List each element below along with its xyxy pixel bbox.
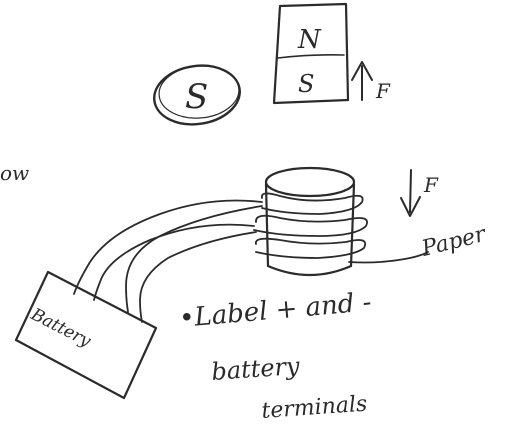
battery-label: Battery	[27, 304, 94, 352]
magnet-north-label: N	[297, 25, 322, 55]
battery	[14, 270, 158, 400]
note-line-3: terminals	[261, 392, 368, 424]
south-pole-label: S	[185, 77, 208, 117]
battery-wires	[73, 199, 263, 323]
note-line-1: •Label + and -	[178, 287, 373, 334]
wire-coil	[253, 192, 368, 259]
force-up-label: F	[375, 79, 391, 103]
force-down-arrow	[400, 169, 421, 217]
south-pole-circle	[153, 64, 241, 126]
paper-pointer-line	[348, 251, 429, 264]
force-down-label: F	[423, 173, 439, 197]
bar-magnet	[272, 2, 350, 105]
magnet-south-label: S	[298, 70, 314, 98]
paper-label: Paper	[418, 222, 489, 262]
paper-cylinder	[264, 166, 356, 277]
note-line-2: battery	[210, 352, 300, 386]
partial-word: ow	[0, 161, 29, 185]
force-up-arrow	[351, 61, 373, 101]
